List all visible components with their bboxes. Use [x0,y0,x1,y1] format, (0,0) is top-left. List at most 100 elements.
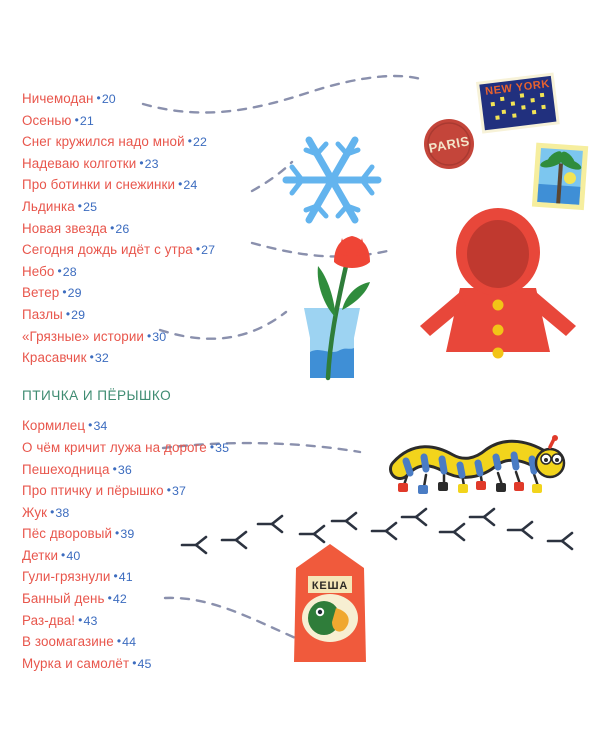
entry-title: Пёс дворовый [22,526,113,542]
toc-group: Ничемодан•20 Осенью•21 Снег кружился над… [22,88,352,369]
toc-entry[interactable]: Мурка и самолёт•45 [22,653,352,675]
entry-title: Новая звезда [22,220,108,236]
entry-separator: • [65,306,71,321]
toc-entry[interactable]: Кормилец•34 [22,415,352,437]
entry-page-number: 41 [118,570,133,585]
entry-page-number: 28 [62,264,77,279]
entry-title: Льдинка [22,198,75,214]
entry-page-number: 24 [183,178,198,193]
entry-separator: • [116,634,122,649]
toc-entry[interactable]: О чём кричит лужа на дороге•35 [22,437,352,459]
entry-separator: • [50,504,55,519]
entry-title: Ветер [22,285,60,301]
entry-page-number: 34 [93,419,108,434]
toc-entry[interactable]: Детки•40 [22,545,352,567]
toc-group: ПТИЧКА И ПЁРЫШКО Кормилец•34 О чём кричи… [22,386,352,675]
entry-title: Гули-грязнули [22,569,111,585]
entry-separator: • [96,91,101,105]
entry-page-number: 40 [66,548,81,563]
toc-entry[interactable]: «Грязные» истории•30 [22,326,352,348]
entry-title: Ничемодан [22,91,94,106]
toc-entry[interactable]: Жук•38 [22,502,352,524]
entry-separator: • [146,328,152,343]
entry-separator: • [113,569,118,584]
entry-separator: • [195,242,201,257]
entry-title: В зоомагазине [22,634,114,650]
entry-page-number: 32 [94,351,109,366]
entry-separator: • [166,483,171,498]
entry-separator: • [139,155,144,170]
entry-title: Жук [22,504,48,520]
entry-title: Раз-два! [22,612,76,628]
entry-title: Сегодня дождь идёт с утра [22,242,193,258]
entry-page-number: 27 [201,243,216,258]
entry-title: Пешеходница [22,461,110,477]
entry-separator: • [88,418,93,433]
entry-page-number: 29 [67,286,82,301]
entry-title: Осенью [22,112,72,128]
entry-page-number: 36 [117,462,132,477]
entry-page-number: 42 [112,592,127,607]
entry-separator: • [107,591,112,606]
toc-entry[interactable]: Осенью•21 [22,110,352,132]
entry-separator: • [209,439,215,454]
entry-separator: • [132,655,137,670]
toc-entry[interactable]: Банный день•42 [22,588,352,610]
toc-entry[interactable]: Снег кружился надо мной•22 [22,131,352,153]
entry-title: Пазлы [22,306,63,322]
toc-entry[interactable]: В зоомагазине•44 [22,631,352,653]
entry-page-number: 21 [79,113,94,128]
entry-separator: • [78,612,83,627]
red-raincoat-icon [420,208,576,359]
entry-separator: • [187,134,192,149]
section-header: ПТИЧКА И ПЁРЫШКО [22,387,172,403]
toc-entry[interactable]: Льдинка•25 [22,196,352,218]
svg-text:PARIS: PARIS [427,133,470,156]
entry-page-number: 39 [120,527,135,542]
entry-title: Снег кружился надо мной [22,134,185,150]
toc-entry[interactable]: Небо•28 [22,261,352,283]
entry-page-number: 38 [55,505,70,520]
entry-page-number: 30 [152,329,167,344]
entry-title: Про птичку и пёрышко [22,483,164,499]
entry-separator: • [112,461,117,476]
toc-entry[interactable]: Новая звезда•26 [22,218,352,240]
toc-entry[interactable]: Ветер•29 [22,282,352,304]
entry-separator: • [62,285,67,300]
entry-separator: • [57,263,62,278]
toc-entry[interactable]: Красавчик•32 [22,347,352,369]
caterpillar-in-boots-icon [389,435,566,494]
entry-page-number: 22 [193,135,207,150]
entry-page-number: 35 [215,440,230,455]
toc-entry[interactable]: Пешеходница•36 [22,459,352,481]
entry-title: Про ботинки и снежинки [22,177,176,193]
entry-page-number: 44 [122,635,137,650]
toc-entry[interactable]: Раз-два!•43 [22,610,352,632]
toc-entry[interactable]: Гули-грязнули•41 [22,566,352,588]
toc-entry[interactable]: Надеваю колготки•23 [22,153,352,175]
entry-title: Кормилец [22,418,86,434]
toc-entry[interactable]: Пазлы•29 [22,304,352,326]
entry-page-number: 43 [83,613,98,628]
entry-title: «Грязные» истории [22,328,144,344]
toc-entry[interactable]: Ничемодан•20 [22,88,352,110]
toc-entry[interactable]: Про птичку и пёрышко•37 [22,480,352,502]
entry-title: Небо [22,263,55,279]
toc-entry[interactable]: Сегодня дождь идёт с утра•27 [22,239,352,261]
entry-title: Банный день [22,591,105,607]
entry-separator: • [61,547,66,562]
entry-separator: • [110,220,115,235]
entry-page-number: 29 [71,307,86,322]
entry-title: Мурка и самолёт [22,655,130,671]
entry-separator: • [115,526,120,541]
entry-page-number: 37 [172,484,186,499]
entry-title: О чём кричит лужа на дороге [22,439,207,455]
entry-page-number: 25 [83,199,98,214]
svg-text:NEW YORK: NEW YORK [485,78,551,98]
entry-separator: • [77,198,83,213]
entry-title: Надеваю колготки [22,155,137,171]
entry-title: Детки [22,547,59,563]
toc-entry[interactable]: Пёс дворовый•39 [22,523,352,545]
toc-entry[interactable]: Про ботинки и снежинки•24 [22,174,352,196]
